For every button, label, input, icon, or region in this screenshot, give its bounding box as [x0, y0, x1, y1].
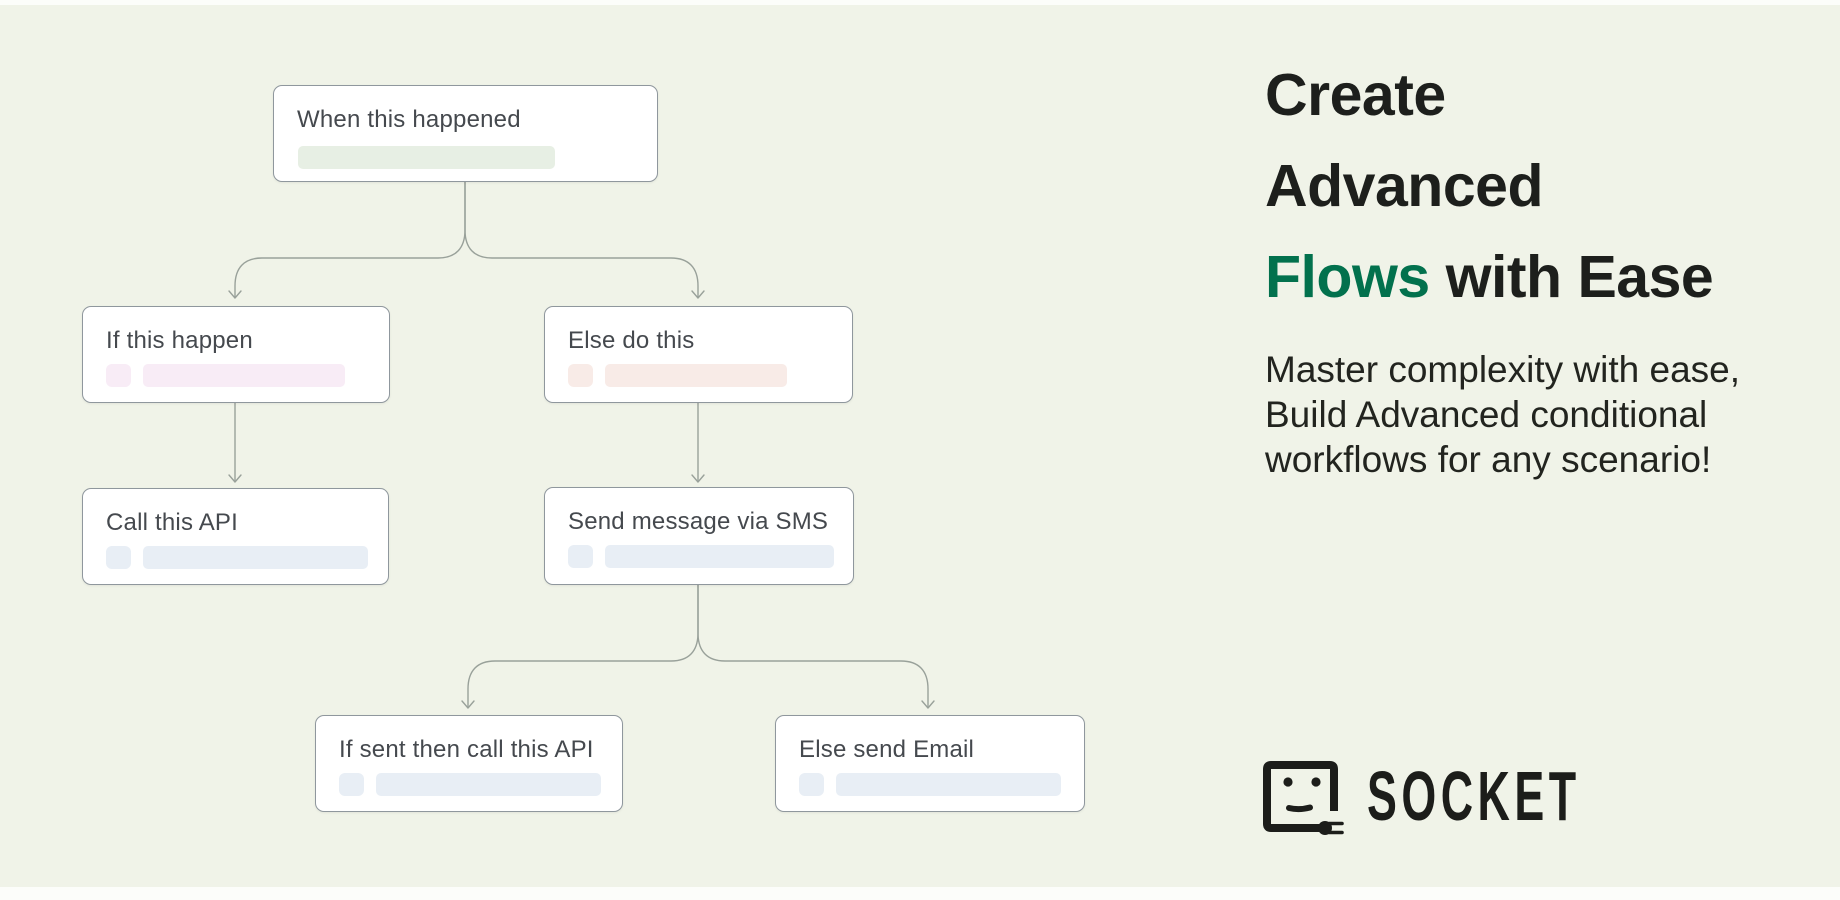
hero-subtitle-line2: Build Advanced conditional: [1265, 394, 1708, 435]
connector-sms-to-else-email: [697, 583, 929, 707]
arrowhead-icon: [921, 700, 935, 709]
flow-node-else-send-email: Else send Email: [775, 715, 1085, 812]
placeholder-chip: [799, 773, 824, 796]
placeholder-chip: [339, 773, 364, 796]
placeholder-bar: [143, 546, 368, 569]
hero-title-line3-rest: with Ease: [1429, 244, 1714, 310]
placeholder-bar: [143, 364, 345, 387]
placeholder-bar: [605, 545, 834, 568]
bottom-edge-strip: [0, 887, 1840, 900]
arrowhead-icon: [691, 290, 705, 299]
top-edge-strip: [0, 0, 1840, 5]
arrowhead-icon: [461, 700, 475, 709]
hero-text-block: Create Advanced Flows with Ease Master c…: [1265, 50, 1805, 482]
connector-sms-to-if-sent: [467, 583, 699, 707]
eye-dot-icon: [1311, 777, 1321, 787]
placeholder-chip: [106, 364, 131, 387]
smile-icon: [1286, 804, 1313, 813]
flow-node-label: If this happen: [106, 327, 253, 354]
flow-node-label: Else send Email: [799, 736, 975, 763]
placeholder-bar: [605, 364, 787, 387]
brand-logo: SOCKET: [1259, 757, 1599, 847]
flow-node-label: Else do this: [568, 327, 695, 354]
plug-prongs-icon: [1327, 821, 1344, 835]
flow-node-label: When this happened: [297, 106, 521, 133]
connector-trigger-to-if: [234, 179, 466, 298]
arrowhead-icon: [228, 474, 242, 483]
brand-wordmark: SOCKET: [1367, 757, 1581, 835]
hero-title: Create Advanced Flows with Ease: [1265, 50, 1805, 323]
eye-dot-icon: [1283, 777, 1293, 787]
flow-node-send-sms: Send message via SMS: [544, 487, 854, 585]
placeholder-bar: [298, 146, 555, 169]
placeholder-chip: [568, 364, 593, 387]
placeholder-chip: [106, 546, 131, 569]
placeholder-bar: [376, 773, 601, 796]
flow-node-label: If sent then call this API: [339, 736, 594, 763]
flow-node-if-branch: If this happen: [82, 306, 390, 403]
hero-subtitle-line3: workflows for any scenario!: [1265, 439, 1712, 480]
connector-trigger-to-else: [464, 179, 699, 298]
flow-node-label: Call this API: [106, 509, 238, 536]
flow-node-label: Send message via SMS: [568, 508, 829, 535]
flow-node-else-branch: Else do this: [544, 306, 853, 403]
hero-title-highlight: Flows: [1265, 244, 1430, 310]
placeholder-bar: [836, 773, 1061, 796]
arrowhead-icon: [228, 290, 242, 299]
flow-node-if-sent-call-api: If sent then call this API: [315, 715, 623, 812]
hero-title-line2: Advanced: [1265, 153, 1543, 219]
flow-node-call-api: Call this API: [82, 488, 389, 585]
hero-subtitle: Master complexity with ease, Build Advan…: [1265, 347, 1805, 482]
hero-title-line1: Create: [1265, 62, 1446, 128]
hero-subtitle-line1: Master complexity with ease,: [1265, 349, 1741, 390]
arrowhead-icon: [691, 474, 705, 483]
placeholder-chip: [568, 545, 593, 568]
flow-node-trigger: When this happened: [273, 85, 658, 182]
socket-face-plug-icon: [1263, 761, 1344, 835]
